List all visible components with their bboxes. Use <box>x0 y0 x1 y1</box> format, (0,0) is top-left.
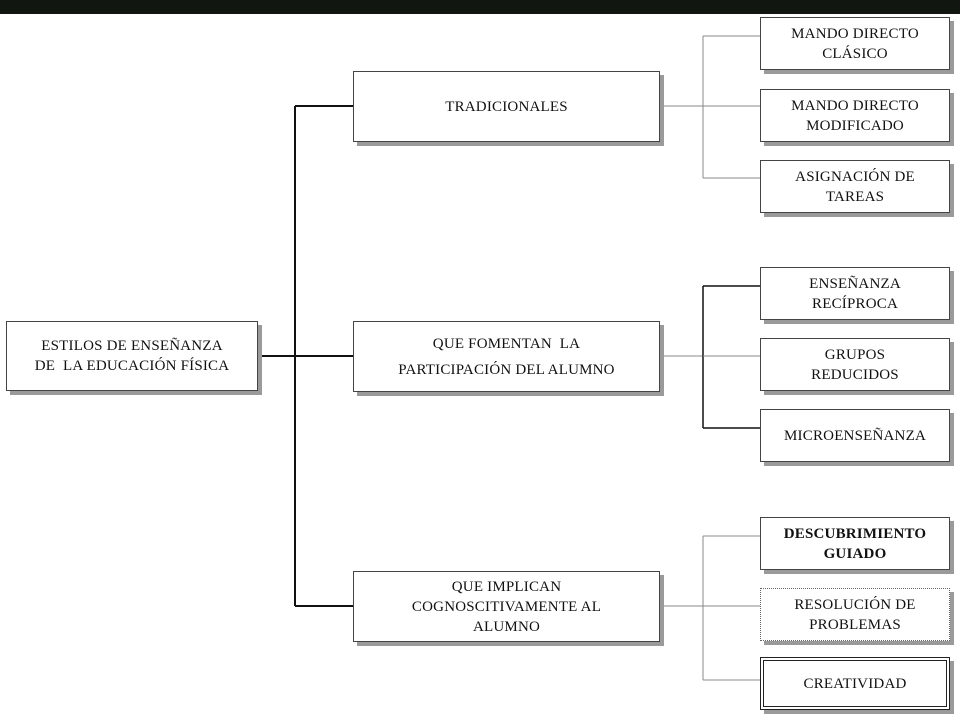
style-label: ENSEÑANZA <box>809 275 901 292</box>
style-asignacion-de-tareas: ASIGNACIÓN DE TAREAS <box>760 160 950 213</box>
style-grupos-reducidos: GRUPOS REDUCIDOS <box>760 338 950 391</box>
category-tradicionales: TRADICIONALES <box>353 71 660 142</box>
style-microensenanza: MICROENSEÑANZA <box>760 409 950 462</box>
root-box: ESTILOS DE ENSEÑANZA DE LA EDUCACIÓN FÍS… <box>6 321 258 391</box>
category-cognoscitivos: QUE IMPLICAN COGNOSCITIVAMENTE AL ALUMNO <box>353 571 660 642</box>
style-label: CREATIVIDAD <box>803 675 907 692</box>
style-label: MANDO DIRECTO <box>791 97 919 114</box>
style-ensenanza-reciproca: ENSEÑANZA RECÍPROCA <box>760 267 950 320</box>
style-label: REDUCIDOS <box>811 366 899 383</box>
style-label: MODIFICADO <box>806 117 904 134</box>
style-mando-directo-clasico: MANDO DIRECTO CLÁSICO <box>760 17 950 70</box>
root-line-1: ESTILOS DE ENSEÑANZA <box>41 338 223 354</box>
style-label: MICROENSEÑANZA <box>784 427 926 444</box>
style-creatividad: CREATIVIDAD <box>760 657 950 710</box>
style-label: DESCUBRIMIENTO <box>783 525 927 542</box>
style-descubrimiento-guiado: DESCUBRIMIENTO GUIADO <box>760 517 950 570</box>
style-label: TAREAS <box>825 188 885 205</box>
style-mando-directo-modificado: MANDO DIRECTO MODIFICADO <box>760 89 950 142</box>
style-label: RECÍPROCA <box>812 295 898 312</box>
category-label: TRADICIONALES <box>445 98 568 115</box>
style-label: PROBLEMAS <box>809 616 901 633</box>
style-label: MANDO DIRECTO <box>791 25 919 42</box>
style-label: ASIGNACIÓN DE <box>795 168 915 185</box>
root-line-2: DE LA EDUCACIÓN FÍSICA <box>34 358 230 374</box>
category-participacion: QUE FOMENTAN LA PARTICIPACIÓN DEL ALUMNO <box>353 321 660 392</box>
style-label: RESOLUCIÓN DE <box>794 596 916 613</box>
style-label: GRUPOS <box>824 346 886 363</box>
style-label: CLÁSICO <box>822 45 888 62</box>
category-label: QUE FOMENTAN LA <box>432 335 581 352</box>
style-resolucion-de-problemas: RESOLUCIÓN DE PROBLEMAS <box>760 588 950 641</box>
category-label: ALUMNO <box>472 618 541 635</box>
style-label: GUIADO <box>823 545 887 562</box>
category-label: COGNOSCITIVAMENTE AL <box>411 598 602 615</box>
category-label: PARTICIPACIÓN DEL ALUMNO <box>398 361 615 378</box>
category-label: QUE IMPLICAN <box>451 578 562 595</box>
top-bar <box>0 0 960 14</box>
